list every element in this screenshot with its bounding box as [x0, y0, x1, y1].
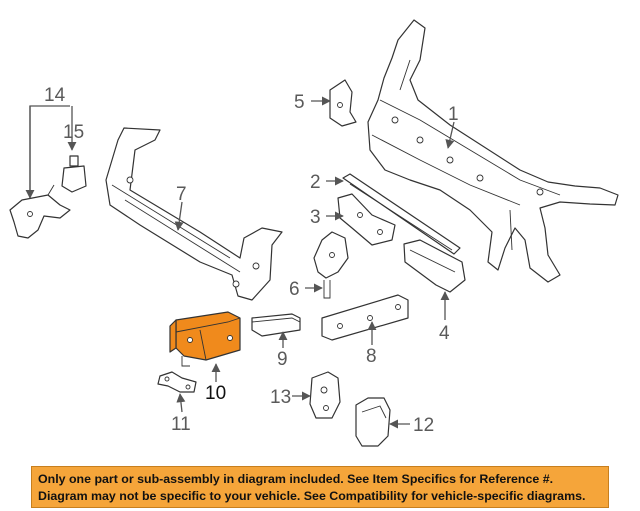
callout-5: 5: [294, 92, 305, 113]
callout-labels: 1 2 3 4 5 6 7 8 9 10 11 12 13 14 15: [44, 85, 459, 436]
part-8-bar: [321, 294, 409, 341]
callout-14: 14: [44, 85, 66, 106]
callout-9: 9: [277, 349, 288, 370]
part-14-bracket: [9, 184, 71, 239]
callout-10: 10: [205, 383, 226, 404]
disclaimer-line-2: Diagram may not be specific to your vehi…: [38, 489, 586, 503]
callout-6: 6: [289, 279, 300, 300]
disclaimer-banner: Only one part or sub-assembly in diagram…: [31, 466, 609, 508]
part-9-block: [251, 313, 301, 337]
part-4-bracket: [403, 239, 466, 293]
disclaimer-line-1: Only one part or sub-assembly in diagram…: [38, 472, 554, 486]
callout-1: 1: [448, 104, 459, 125]
part-12-cover: [355, 397, 391, 447]
part-5-bracket: [329, 79, 357, 127]
part-13-latch: [309, 371, 341, 419]
callout-2: 2: [310, 172, 321, 193]
callout-7: 7: [176, 184, 187, 205]
part-6-bracket: [313, 231, 349, 299]
part-15-mount: [61, 155, 87, 193]
callout-8: 8: [366, 346, 377, 367]
part-1-carrier: [367, 19, 619, 283]
parts-diagram: 1 2 3 4 5 6 7 8 9 10 11 12 13 14 15: [9, 19, 619, 447]
part-10-fill: [175, 311, 241, 361]
callout-3: 3: [310, 207, 321, 228]
callout-12: 12: [413, 415, 434, 436]
part-7-crossmember: [105, 127, 283, 301]
callout-15: 15: [63, 122, 84, 143]
callout-4: 4: [439, 323, 450, 344]
callout-11: 11: [171, 414, 191, 435]
leader-lines: [25, 96, 455, 429]
part-2-strip: [342, 173, 461, 255]
callout-13: 13: [270, 387, 291, 408]
part-3-bracket: [337, 193, 396, 246]
part-11-plate: [157, 371, 197, 393]
part-10-bracket-highlighted: [169, 311, 241, 367]
